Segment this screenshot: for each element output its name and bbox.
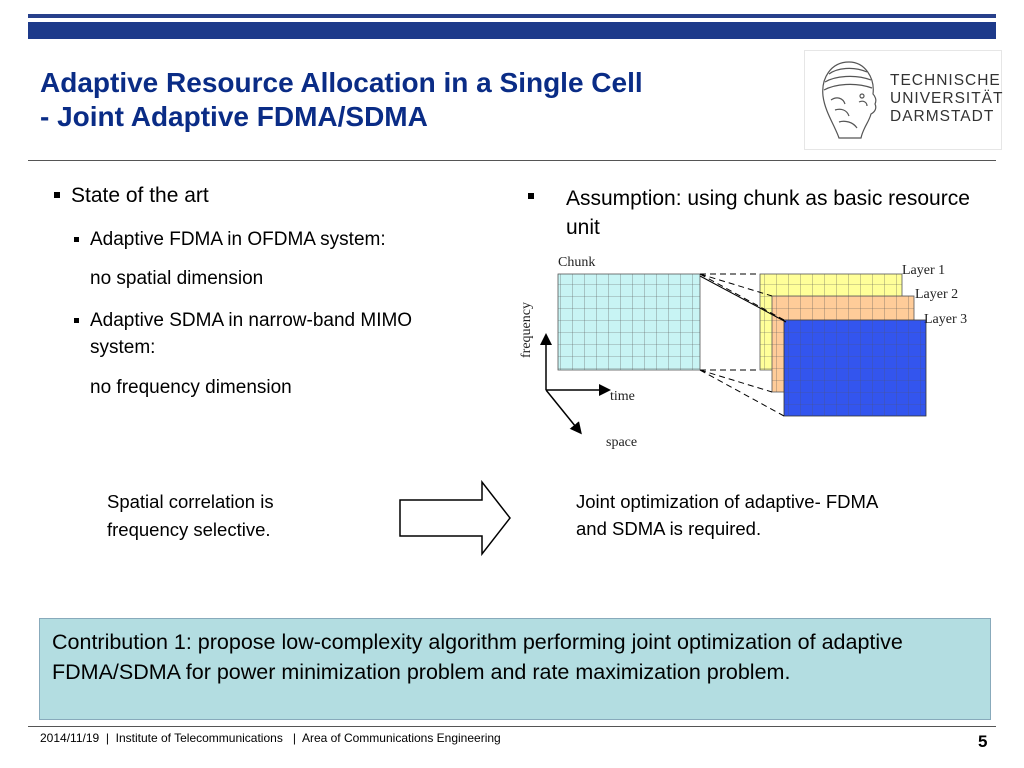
bullet-marker [74,318,79,323]
chunk-pointer-line [699,275,787,323]
university-name-line3: DARMSTADT [890,108,995,125]
slide-title-line1: Adaptive Resource Allocation in a Single… [40,67,643,98]
bullet-text: Adaptive FDMA in OFDMA system: [90,229,386,250]
page-number: 5 [978,732,988,751]
sub-bullet-sdma-cont: system: [90,337,156,358]
athena-head-icon [822,61,877,139]
layer2-label: Layer 2 [915,287,958,302]
chunk-diagram-svg: Chunk Layer 1 Layer 2 Layer 3 frequency … [519,255,967,450]
statement-left-line2: frequency selective. [107,519,271,540]
note-no-spatial: no spatial dimension [90,268,264,289]
bullet-marker [74,237,79,242]
statement-right-line2: and SDMA is required. [576,518,762,539]
time-axis-label: time [610,389,635,404]
contribution-box: Contribution 1: propose low-complexity a… [39,618,991,720]
bullet-text: Adaptive SDMA in narrow-band MIMO [90,310,413,331]
header-bar-thin [28,14,996,18]
bullet-assumption: Assumption: using chunk as basic resourc… [528,184,988,242]
statement-left-line1: Spatial correlation is [107,491,274,512]
sub-bullet-fdma: Adaptive FDMA in OFDMA system: [74,229,386,251]
note-no-frequency: no frequency dimension [90,377,292,398]
university-name-line2: UNIVERSITÄT [890,90,1004,107]
chunk-diagram: Chunk Layer 1 Layer 2 Layer 3 frequency … [500,248,990,463]
slide-title: Adaptive Resource Allocation in a Single… [40,66,780,134]
frequency-axis-label: frequency [519,302,534,358]
bullet-marker [528,193,534,199]
layer1-label: Layer 1 [902,263,945,278]
layer3-label: Layer 3 [924,312,967,327]
university-name: TECHNISCHE UNIVERSITÄT DARMSTADT [890,72,1003,126]
statement-right: Joint optimization of adaptive- FDMA and… [576,488,878,542]
bullet-text: State of the art [71,184,209,207]
contribution-text: Contribution 1: propose low-complexity a… [52,630,903,684]
sub-bullet-sdma: Adaptive SDMA in narrow-band MIMO [74,310,412,332]
university-name-line1: TECHNISCHE [890,72,1001,89]
projection-lines [699,273,785,417]
chunk-label: Chunk [558,255,595,270]
bullet-marker [54,192,60,198]
statement-right-line1: Joint optimization of adaptive- FDMA [576,491,879,512]
right-arrow-icon [396,478,516,563]
statement-left: Spatial correlation is frequency selecti… [107,488,274,544]
space-axis-label: space [606,435,637,450]
header-divider [28,160,996,161]
space-axis [545,389,582,435]
slide-title-line2: - Joint Adaptive FDMA/SDMA [40,101,428,132]
footer-divider [28,726,996,727]
header-bar-thick [28,22,996,39]
university-logo [804,50,1002,150]
bullet-text: Assumption: using chunk as basic resourc… [566,187,970,239]
footer-text: 2014/11/19 | Institute of Telecommunicat… [40,731,501,745]
bullet-state-of-art: State of the art [54,184,209,208]
